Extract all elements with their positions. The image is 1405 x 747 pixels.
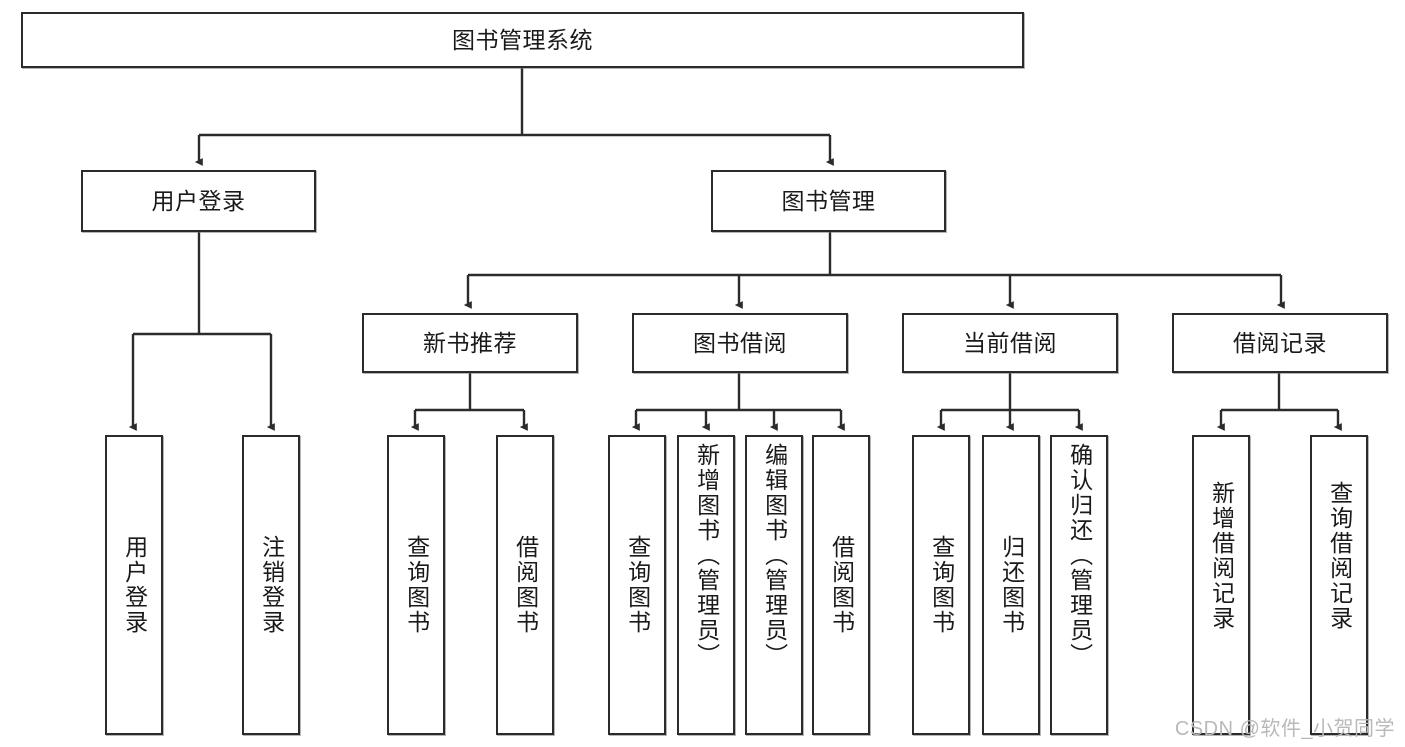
node-borrow-record[interactable]: 借阅记录 <box>1172 313 1388 373</box>
node-leaf-borrow-book-1-label: 借阅图书 <box>512 535 539 635</box>
node-leaf-query-book-1-label: 查询图书 <box>403 535 430 635</box>
node-root-label: 图书管理系统 <box>452 26 593 53</box>
node-leaf-query-book-2-label: 查询图书 <box>624 535 651 635</box>
node-leaf-return-book-label: 归还图书 <box>998 535 1025 635</box>
node-new-book-recommend[interactable]: 新书推荐 <box>362 313 578 373</box>
node-leaf-borrow-book-2-label: 借阅图书 <box>828 535 855 635</box>
node-leaf-edit-book-label: 编辑图书（管理员） <box>761 443 788 668</box>
node-leaf-add-book-label: 新增图书（管理员） <box>693 443 720 668</box>
node-leaf-query-record[interactable]: 查询借阅记录 <box>1310 435 1368 735</box>
node-root[interactable]: 图书管理系统 <box>21 12 1024 68</box>
watermark: CSDN @软件_小贺同学 <box>1174 718 1395 740</box>
node-leaf-add-record-label: 新增借阅记录 <box>1208 481 1235 631</box>
node-book-management[interactable]: 图书管理 <box>711 170 946 232</box>
node-book-borrow-label: 图书借阅 <box>693 329 787 356</box>
node-current-borrow-label: 当前借阅 <box>963 329 1057 356</box>
node-current-borrow[interactable]: 当前借阅 <box>902 313 1118 373</box>
node-leaf-edit-book[interactable]: 编辑图书（管理员） <box>745 435 803 735</box>
node-leaf-add-record[interactable]: 新增借阅记录 <box>1192 435 1250 735</box>
node-leaf-logout-login[interactable]: 注销登录 <box>242 435 300 735</box>
node-leaf-query-book-1[interactable]: 查询图书 <box>387 435 445 735</box>
node-borrow-record-label: 借阅记录 <box>1233 329 1327 356</box>
node-leaf-add-book[interactable]: 新增图书（管理员） <box>677 435 735 735</box>
node-leaf-confirm-return[interactable]: 确认归还（管理员） <box>1050 435 1108 735</box>
node-book-borrow[interactable]: 图书借阅 <box>632 313 848 373</box>
node-user-login-label: 用户登录 <box>151 187 246 214</box>
node-leaf-user-login[interactable]: 用户登录 <box>105 435 163 735</box>
node-user-login[interactable]: 用户登录 <box>81 170 316 232</box>
node-leaf-query-book-2[interactable]: 查询图书 <box>608 435 666 735</box>
node-leaf-query-book-3-label: 查询图书 <box>928 535 955 635</box>
node-leaf-query-record-label: 查询借阅记录 <box>1326 481 1353 631</box>
node-leaf-user-login-label: 用户登录 <box>121 535 148 635</box>
node-new-book-recommend-label: 新书推荐 <box>423 329 517 356</box>
node-leaf-borrow-book-1[interactable]: 借阅图书 <box>496 435 554 735</box>
node-leaf-query-book-3[interactable]: 查询图书 <box>912 435 970 735</box>
node-leaf-confirm-return-label: 确认归还（管理员） <box>1066 443 1093 668</box>
node-leaf-borrow-book-2[interactable]: 借阅图书 <box>812 435 870 735</box>
node-book-management-label: 图书管理 <box>781 187 876 214</box>
node-leaf-logout-login-label: 注销登录 <box>258 535 285 635</box>
node-leaf-return-book[interactable]: 归还图书 <box>982 435 1040 735</box>
